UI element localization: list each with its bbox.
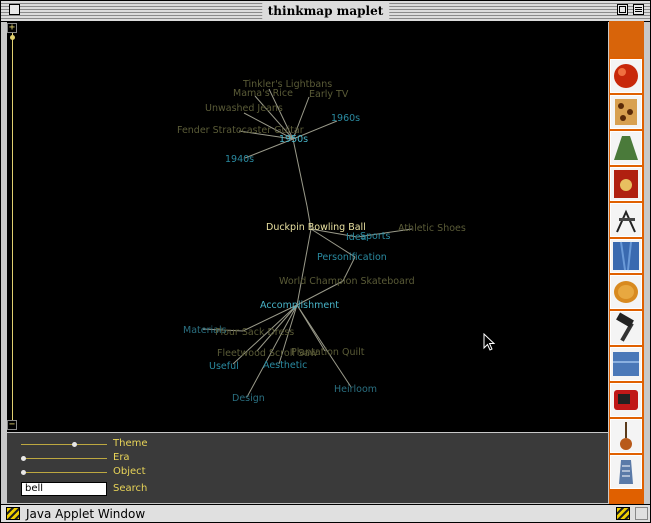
graph-node[interactable]: 1940s	[225, 154, 255, 165]
graph-node[interactable]: Accomplishment	[260, 300, 339, 311]
edge	[310, 228, 356, 258]
mouse-pointer-icon	[483, 333, 496, 351]
thumbnail-sidebar	[609, 21, 644, 504]
object-slider-row[interactable]: Object	[20, 466, 171, 478]
edge	[243, 112, 294, 140]
scroll-saw-thumbnail[interactable]	[610, 203, 642, 237]
edge	[268, 88, 294, 140]
graph-node[interactable]: 1960s	[331, 113, 361, 124]
zoom-slider-thumb[interactable]	[10, 35, 15, 40]
graph-node[interactable]: Fender Stratocaster Guitar	[177, 125, 304, 136]
status-bar: Java Applet Window	[1, 504, 650, 522]
window-title: thinkmap maplet	[261, 3, 390, 19]
filter-controls: Theme Era Object bell Search	[7, 433, 608, 503]
graph-node[interactable]: Design	[232, 393, 265, 404]
graph-node[interactable]: Flour Sack Dress	[215, 327, 295, 338]
graph-node[interactable]: Athletic Shoes	[398, 223, 466, 234]
graph-node[interactable]: 1950s	[279, 134, 309, 145]
applet-warning-icon	[616, 507, 630, 520]
zoom-slider[interactable]: + −	[7, 21, 18, 432]
graph-node[interactable]: Mama's Rice	[233, 88, 293, 99]
theme-slider-row[interactable]: Theme	[21, 438, 171, 450]
edge	[246, 304, 298, 398]
graph-node[interactable]: Sports	[360, 231, 391, 242]
edge	[292, 120, 338, 140]
edge	[342, 256, 356, 282]
bowling-ball-thumbnail[interactable]	[610, 59, 642, 93]
graph-node[interactable]: Plantation Quilt	[291, 347, 365, 358]
theme-slider-track[interactable]	[21, 444, 107, 445]
green-dress-thumbnail[interactable]	[610, 131, 642, 165]
graph-edges	[202, 88, 413, 398]
edge	[306, 205, 312, 230]
animal-print-thumbnail[interactable]	[610, 95, 642, 129]
edge	[356, 228, 413, 238]
guitar-thumbnail[interactable]	[610, 419, 642, 453]
resize-handle-icon[interactable]	[635, 507, 648, 520]
era-label: Era	[113, 452, 130, 463]
shoe-thumbnail[interactable]	[610, 455, 642, 489]
search-input[interactable]: bell	[21, 482, 107, 496]
jeans-thumbnail[interactable]	[610, 347, 642, 381]
era-slider-thumb[interactable]	[20, 456, 26, 461]
edge	[202, 328, 244, 332]
edge	[254, 95, 294, 140]
graph-node[interactable]: Useful	[209, 361, 239, 372]
zoom-in-icon[interactable]: +	[7, 22, 17, 33]
edge	[310, 228, 358, 238]
edge	[292, 138, 308, 207]
era-slider-track[interactable]	[21, 458, 107, 459]
edge	[256, 304, 298, 352]
rice-box-thumbnail[interactable]	[610, 167, 642, 201]
thumbnail-list	[610, 59, 643, 491]
graph-node[interactable]: Unwashed Jeans	[205, 103, 283, 114]
graph-node[interactable]: World Champion Skateboard	[279, 276, 415, 287]
era-slider-row[interactable]: Era	[20, 452, 171, 464]
theme-slider-thumb[interactable]	[72, 442, 78, 447]
graph-node[interactable]: Heirloom	[334, 384, 378, 395]
edge	[244, 138, 294, 159]
collapse-box-icon[interactable]	[633, 4, 644, 15]
edge	[232, 304, 298, 365]
search-label: Search	[113, 483, 148, 494]
edge	[292, 96, 310, 140]
applet-warning-icon	[6, 507, 20, 520]
graph-node[interactable]: Personification	[317, 252, 387, 263]
graph-node[interactable]: Fleetwood Scroll Saw	[217, 348, 318, 359]
edge	[278, 304, 298, 365]
graph-node[interactable]: Early TV	[309, 89, 349, 100]
object-slider-thumb[interactable]	[20, 470, 26, 475]
sidebar-header	[609, 21, 644, 57]
status-text: Java Applet Window	[26, 507, 146, 521]
pie-thumbnail[interactable]	[610, 275, 642, 309]
object-slider-track[interactable]	[21, 472, 107, 473]
object-label: Object	[113, 466, 146, 477]
edge	[296, 280, 344, 306]
theme-label: Theme	[113, 438, 148, 449]
graph-node[interactable]: Tinkler's Lightbans	[243, 79, 333, 90]
zoom-out-icon[interactable]: −	[7, 419, 17, 430]
graph-node[interactable]: Aesthetic	[263, 360, 308, 371]
graph-node-selected[interactable]: Duckpin Bowling Ball	[266, 222, 366, 233]
zoom-slider-track[interactable]	[12, 27, 13, 425]
graph-node[interactable]: Materials	[183, 325, 227, 336]
graph-canvas[interactable]: + −	[7, 21, 608, 432]
denim-thumbnail[interactable]	[610, 239, 642, 273]
edge	[238, 130, 294, 140]
radio-thumbnail[interactable]	[610, 383, 642, 417]
hammer-thumbnail[interactable]	[610, 311, 642, 345]
close-box-icon[interactable]	[9, 4, 20, 15]
edge	[296, 304, 352, 388]
edge	[296, 228, 312, 306]
zoom-box-icon[interactable]	[617, 4, 628, 15]
edge	[242, 304, 298, 332]
title-bar[interactable]: thinkmap maplet	[1, 1, 650, 22]
graph-node[interactable]: Idea	[346, 232, 367, 243]
